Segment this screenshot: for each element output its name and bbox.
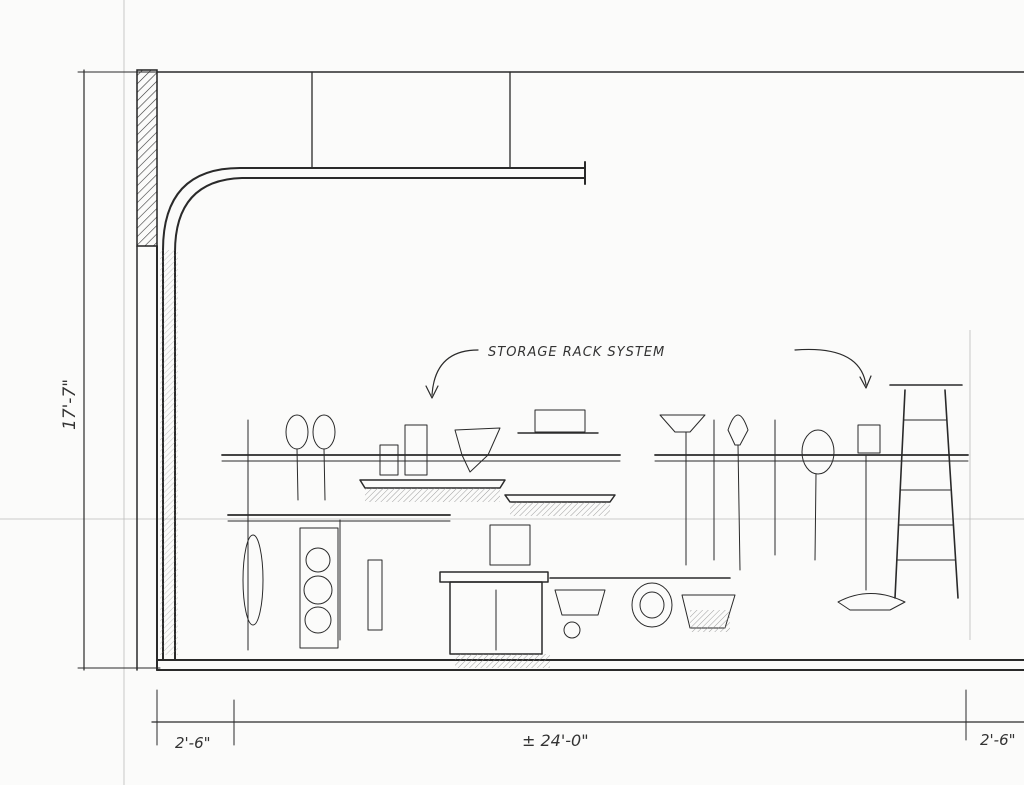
overall-width-label: ± 24'-0" (522, 731, 589, 750)
left-offset-label: 2'-6" (175, 734, 211, 752)
shelves (359, 409, 616, 516)
hanging-sports-gear (242, 414, 383, 649)
annotation-arrows (425, 348, 872, 399)
height-dimension-label: 17'-7" (60, 379, 80, 430)
baskets-and-hose (554, 582, 736, 639)
left-wall (136, 69, 158, 671)
right-offset-label: 2'-6" (980, 731, 1016, 749)
garage-door-track (160, 71, 586, 661)
storage-rack-label: STORAGE RACK SYSTEM (488, 345, 665, 360)
step-ladder (837, 384, 963, 611)
base-cabinet (439, 524, 550, 668)
width-dimension (151, 689, 1024, 746)
floor-line (156, 659, 1024, 671)
hanging-tools (659, 414, 881, 591)
height-dimension (77, 69, 161, 671)
